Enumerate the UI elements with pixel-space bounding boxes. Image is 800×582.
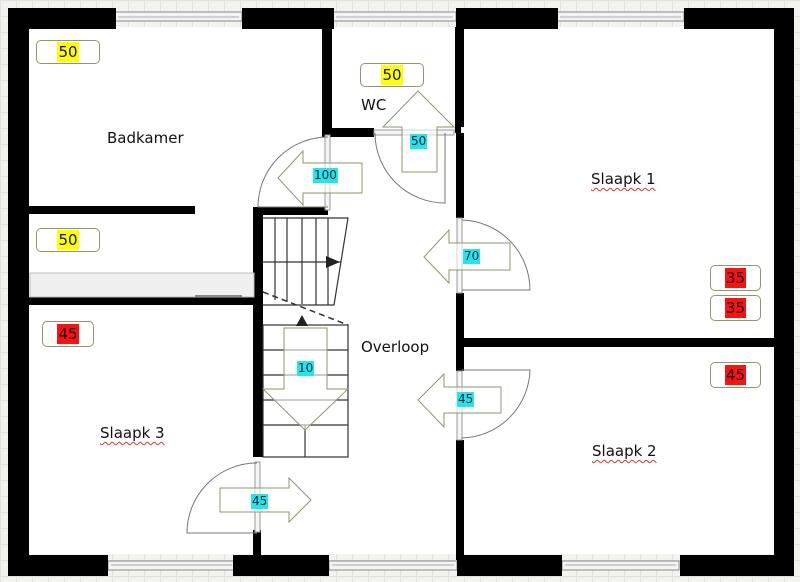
room-label-slaapk3: Slaapk 3 bbox=[100, 424, 165, 442]
room-label-badkamer: Badkamer bbox=[107, 129, 184, 147]
room-label-slaapk1: Slaapk 1 bbox=[591, 170, 656, 188]
room-label-overloop: Overloop bbox=[361, 338, 430, 356]
vent-slaapk1-b: 35 bbox=[710, 295, 761, 321]
airflow-slaapk2-door: 45 bbox=[457, 392, 475, 407]
airflow-slaapk3-door: 45 bbox=[251, 494, 269, 509]
vent-storage: 50 bbox=[36, 228, 100, 252]
vent-value: 35 bbox=[724, 268, 747, 288]
vent-value: 35 bbox=[724, 298, 747, 318]
vent-slaapk2: 45 bbox=[710, 362, 761, 388]
vent-value: 50 bbox=[381, 65, 403, 85]
walls bbox=[8, 8, 794, 576]
airflow-stairs: 10 bbox=[297, 361, 315, 376]
airflow-slaapk1-door: 70 bbox=[463, 249, 481, 264]
room-label-slaapk2: Slaapk 2 bbox=[592, 442, 657, 460]
room-label-wc: WC bbox=[361, 96, 387, 114]
vent-badkamer: 50 bbox=[36, 40, 100, 64]
vent-slaapk3: 45 bbox=[42, 321, 94, 347]
vent-wc: 50 bbox=[360, 63, 424, 87]
airflow-badkamer-door: 100 bbox=[313, 168, 338, 183]
vent-value: 50 bbox=[57, 42, 79, 62]
vent-value: 45 bbox=[57, 324, 79, 344]
airflow-wc-door: 50 bbox=[410, 134, 428, 149]
vent-value: 50 bbox=[57, 230, 79, 250]
vent-value: 45 bbox=[724, 365, 747, 385]
vent-slaapk1-a: 35 bbox=[710, 265, 761, 291]
